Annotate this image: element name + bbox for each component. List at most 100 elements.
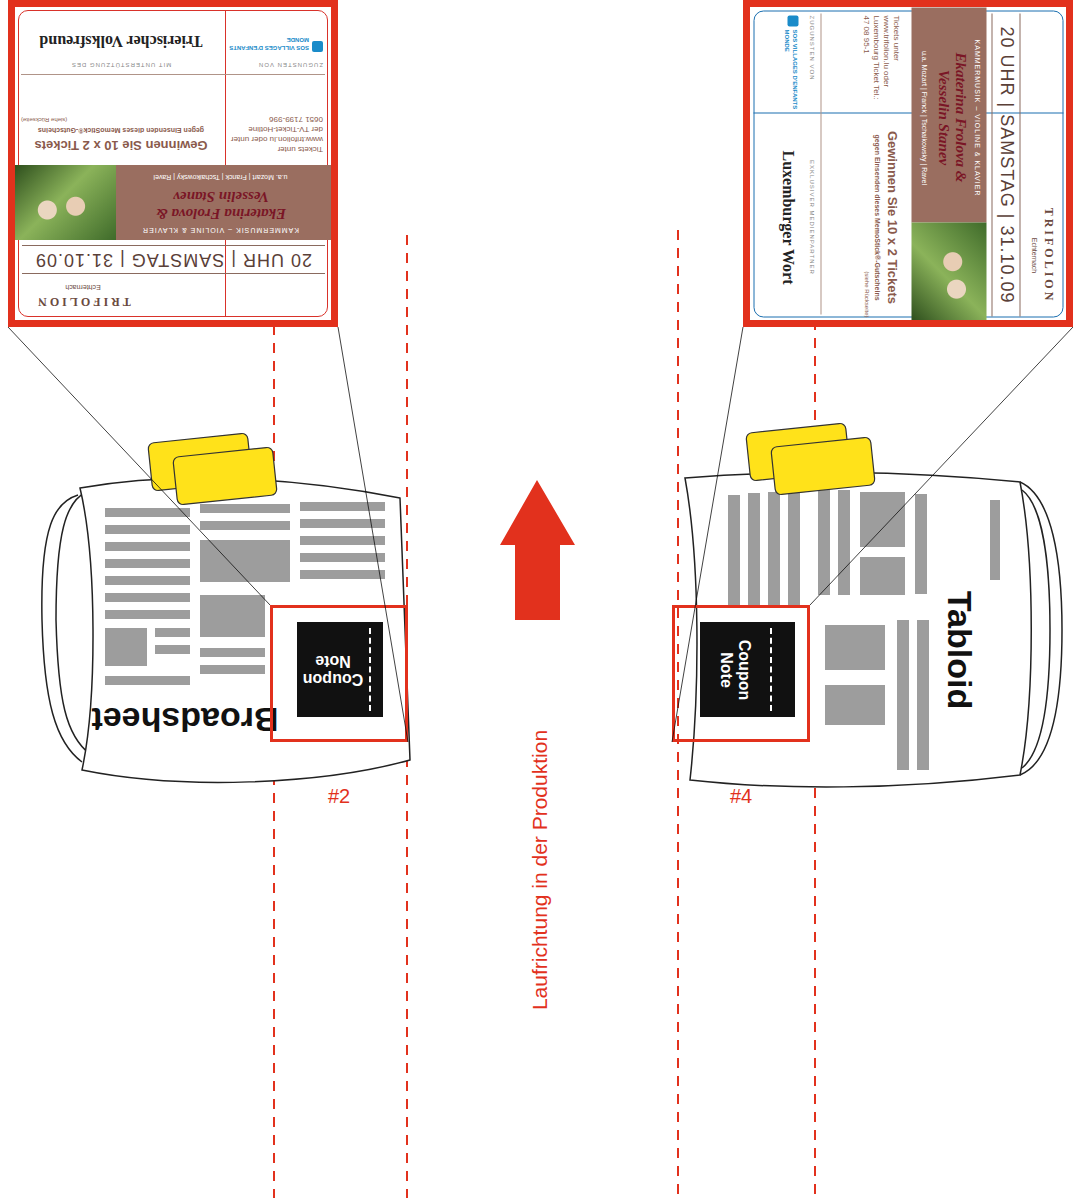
gray-block <box>200 595 265 637</box>
gray-bar <box>300 519 385 528</box>
card-text: Gewinnen Sie 10 x 2 Tickets <box>21 137 221 152</box>
gray-bar <box>200 521 290 530</box>
card-content: TRIFOLIONEchternach20 UHR | SAMSTAG | 31… <box>750 7 1066 320</box>
gray-block <box>860 557 905 595</box>
newspaper-back-page <box>1020 482 1062 775</box>
card-text: TRIFOLION <box>1040 195 1054 315</box>
perforation-line <box>369 628 371 711</box>
gray-bar <box>105 593 190 602</box>
perforation-line <box>753 112 1063 113</box>
card-text: ZUGUNSTEN VON <box>807 15 814 109</box>
frame-node: #2Coupon Note <box>270 605 408 742</box>
gray-bar <box>838 490 850 595</box>
newspaper-title: Broadsheet <box>65 697 305 743</box>
newspaper-back-page <box>1022 490 1050 768</box>
callout-number: #4 <box>675 785 807 808</box>
gray-bar <box>105 525 190 534</box>
gray-block <box>105 628 147 666</box>
artist-photo <box>15 165 116 240</box>
perforation-line <box>770 628 772 711</box>
zoom-leader <box>672 327 1073 742</box>
newspaper-title: Tabloid <box>937 560 983 740</box>
gray-bar <box>300 553 385 562</box>
sos-logo-mark <box>787 15 798 26</box>
gray-bar <box>200 504 290 513</box>
zoom-leader <box>8 327 408 742</box>
direction-label: Laufrichtung in der Produktion <box>526 670 554 1070</box>
callout-number: #2 <box>273 785 405 808</box>
leader-line <box>8 327 270 605</box>
gray-bar <box>200 665 265 674</box>
card-text: KAMMERMUSIK – VIOLINE & KLAVIER <box>972 15 980 220</box>
gray-bar <box>105 542 190 551</box>
gray-bar <box>105 610 190 619</box>
card-text: 20 UHR | SAMSTAG | 31.10.09 <box>991 13 1020 316</box>
card-text: (siehe Rückseite) <box>21 116 221 123</box>
gray-bar <box>917 620 929 770</box>
card-text: u.a. Mozart | Franck | Tschaikowsky | Ra… <box>118 173 323 181</box>
gray-bar <box>155 628 190 637</box>
newspaper-back-page <box>56 492 90 754</box>
gray-bar <box>200 648 265 657</box>
card-text: EXKLUSIVER MEDIENPARTNER <box>807 117 814 317</box>
card-node: TRIFOLIONEchternach20 UHR | SAMSTAG | 31… <box>743 0 1073 327</box>
perforation-line <box>225 10 226 317</box>
coupon-label: Coupon Note <box>717 638 753 702</box>
card-text: 20 UHR | SAMSTAG | 31.10.09 <box>22 245 325 274</box>
card-text: gegen Einsenden dieses MemoStick®-Gutsch… <box>872 117 880 317</box>
card-outline <box>18 10 328 317</box>
gray-bar <box>300 502 385 511</box>
footer-rule <box>820 13 821 314</box>
direction-arrow <box>500 480 575 620</box>
sos-logo-mark <box>312 41 323 52</box>
footer-rule <box>21 74 325 75</box>
card-text: Gewinnen Sie 10 x 2 Tickets <box>883 117 898 317</box>
gray-bar <box>915 494 927 594</box>
leader-line <box>672 327 743 742</box>
coupon-node: Coupon Note <box>297 622 383 717</box>
gray-bar <box>748 493 760 605</box>
card-text: (siehe Rückseite) <box>862 117 869 317</box>
gray-block <box>200 540 290 582</box>
gray-bar <box>105 508 190 517</box>
gray-bar <box>788 491 800 605</box>
coupon-text-area: Coupon Note <box>700 622 770 717</box>
card-text: SOS VILLAGES D'ENFANTS MONDE <box>227 36 309 52</box>
card-text: ZUGUNSTEN VON <box>229 61 323 68</box>
gray-bar <box>105 559 190 568</box>
card-text: u.a. Mozart | Franck | Tschaikowsky | Ra… <box>919 15 927 220</box>
card-text: SOS VILLAGES D'ENFANTS MONDE <box>782 29 798 111</box>
gray-bar <box>300 536 385 545</box>
gray-bar <box>300 570 385 579</box>
guide-line <box>677 230 679 1198</box>
card-text: TRIFOLION <box>23 294 143 308</box>
gray-bar <box>897 620 909 770</box>
card-text: Trierischer Volksfreund <box>21 32 221 50</box>
card-text: Luxemburger Wort <box>778 117 796 317</box>
card-text: Tickets unter www.trifolion.lu oder Luxe… <box>860 15 900 109</box>
gray-bar <box>728 495 740 605</box>
card-text: gegen Einsenden dieses MemoStick®-Gutsch… <box>21 126 221 134</box>
sticky-note <box>173 447 277 505</box>
coupon-text-area: Coupon Note <box>297 622 369 717</box>
artist-photo <box>911 222 986 320</box>
gray-bar <box>818 490 830 595</box>
gray-bar <box>768 492 780 605</box>
frame-node: #4Coupon Note <box>672 605 810 742</box>
card-text: Tickets unter www.trifolion.lu oder unte… <box>229 114 323 154</box>
card-text: Ekaterina Frolova & Vesselin Stanev <box>934 37 968 197</box>
card-text: Echternach <box>23 283 143 291</box>
coupon-label: Coupon Note <box>301 652 365 688</box>
card-text: Ekaterina Frolova & Vesselin Stanev <box>141 188 301 222</box>
gray-bar <box>105 576 190 585</box>
card-text: KAMMERMUSIK – VIOLINE & KLAVIER <box>118 226 323 234</box>
card-node: TRIFOLION Echternach 20 UHR | SAMSTAG | 31… <box>8 0 338 327</box>
gray-bar <box>155 645 190 654</box>
card-content: TRIFOLION Echternach 20 UHR | SAMSTAG | 31… <box>15 7 331 320</box>
card-outline <box>753 10 1063 317</box>
gray-block <box>825 625 885 670</box>
sticky-note <box>771 437 875 495</box>
leader-line <box>810 327 1073 605</box>
